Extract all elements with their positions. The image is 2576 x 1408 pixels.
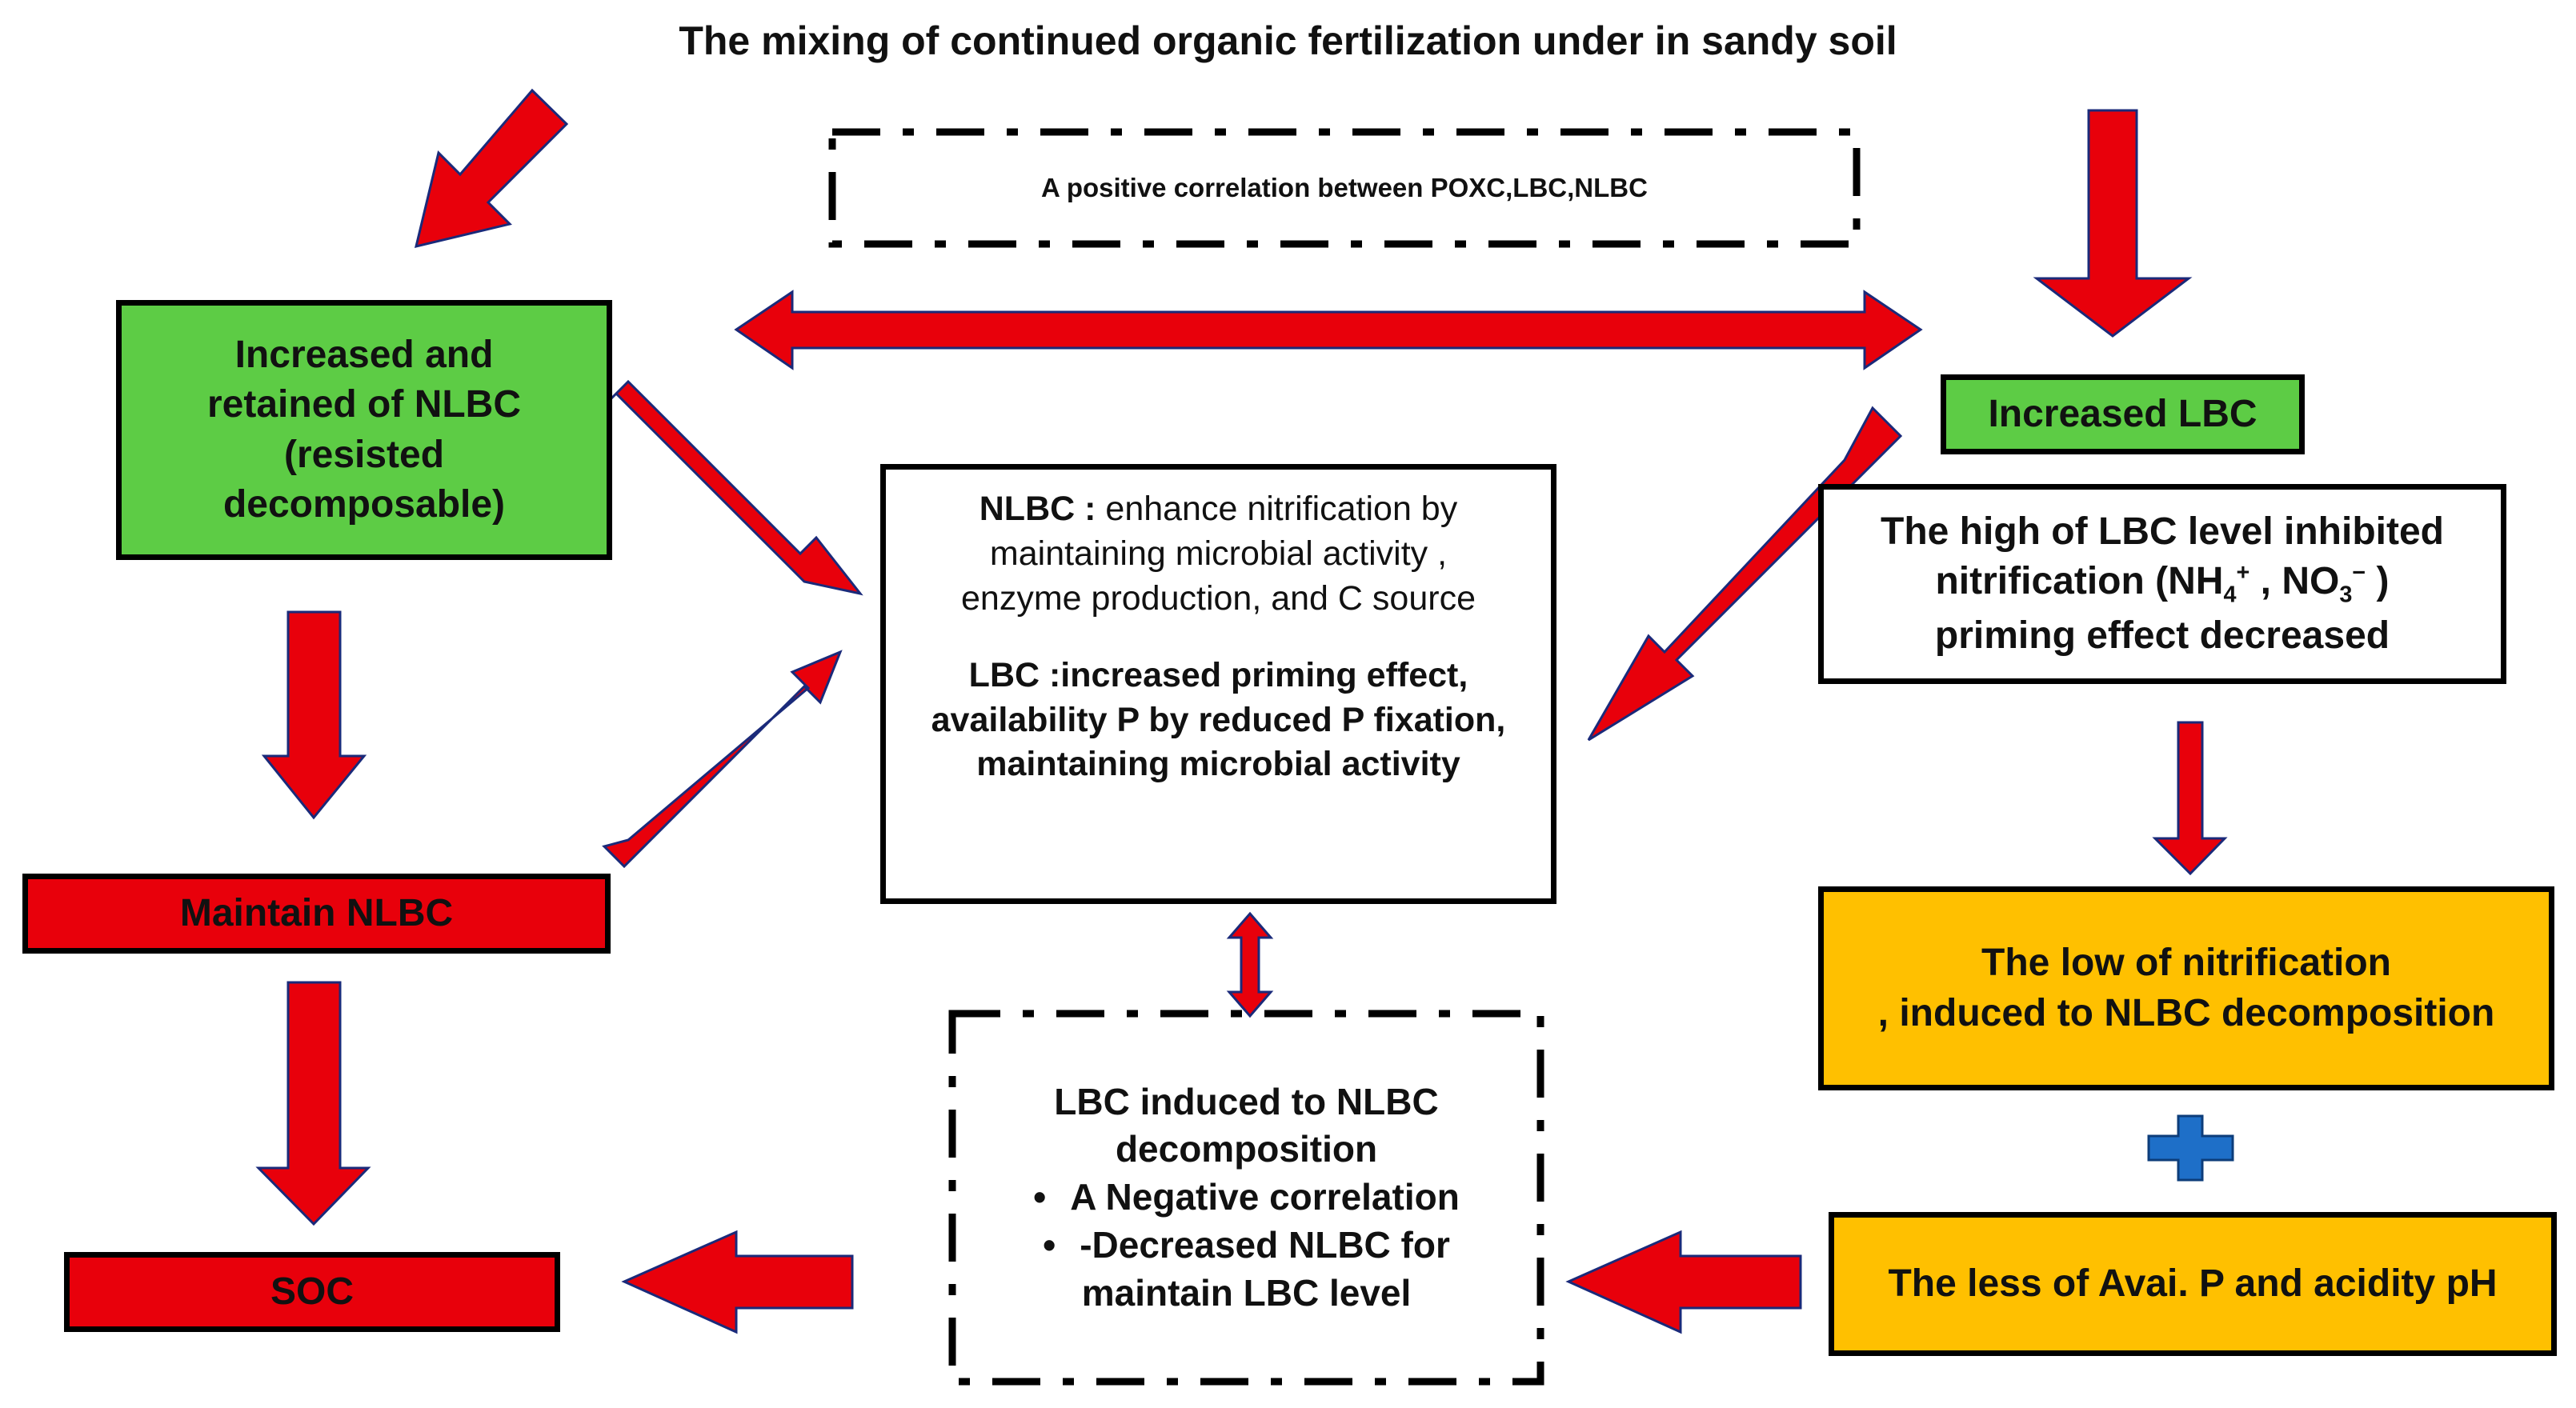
decomposition-line-2: decomposition (1115, 1128, 1378, 1170)
low-nitrification-line-2: , induced to NLBC decomposition (1877, 991, 2495, 1034)
nlbc-line-1: Increased and (234, 333, 494, 376)
correlation-text: A positive correlation between POXC,LBC,… (1041, 172, 1648, 202)
nlbc-line-3: (resisted (283, 433, 445, 476)
nlbc-line-4: decomposable) (222, 482, 506, 526)
nh4-superscript: + (2236, 560, 2250, 586)
center-lbc-line-2: availability P by reduced P fixation, (931, 700, 1506, 739)
center-lbc-line-3: maintaining microbial activity (976, 745, 1460, 784)
nlbc-line-2: retained of NLBC (206, 383, 521, 426)
center-nlbc-text: enhance nitrification by (1096, 490, 1458, 528)
arrow-title-to-lbc (2033, 109, 2193, 338)
correlation-box-border (828, 128, 1861, 248)
bullet-dot-2: • (1043, 1223, 1056, 1266)
decomposition-bullet-2: • -Decreased NLBC for (1043, 1222, 1450, 1270)
bullet-dot-1: • (1033, 1176, 1047, 1218)
decomposition-line-last: maintain LBC level (1081, 1271, 1412, 1314)
no3-superscript: − (2352, 560, 2366, 586)
decomposition-box-border (948, 1010, 1544, 1386)
lbc-text: Increased LBC (1988, 392, 2258, 435)
lbc-box: Increased LBC (1941, 374, 2305, 454)
inhibited-line-1: The high of LBC level inhibited (1881, 510, 2444, 554)
inhibited-close-paren: ) (2366, 560, 2390, 603)
double-arrow-nlbc-lbc (734, 290, 1923, 370)
double-arrow-center-decomposition (1226, 911, 1274, 1018)
avai-box: The less of Avai. P and acidity pH (1829, 1212, 2557, 1356)
center-nlbc-line-3: enzyme production, and C source (961, 578, 1476, 618)
bullet-text-2: -Decreased NLBC for (1080, 1223, 1450, 1266)
maintain-nlbc-text: Maintain NLBC (179, 891, 454, 934)
no3-subscript: 3 (2339, 582, 2353, 609)
arrow-maintain-to-center (602, 650, 843, 869)
arrow-avai-to-decomposition (1565, 1230, 1802, 1334)
correlation-box: A positive correlation between POXC,LBC,… (832, 132, 1857, 244)
arrow-inhibited-to-low (2152, 721, 2228, 876)
decomposition-box: LBC induced to NLBC decomposition • A Neg… (952, 1014, 1540, 1382)
arrow-nlbc-to-center (595, 379, 863, 596)
decomposition-bullet-1: • A Negative correlation (1033, 1174, 1460, 1222)
inhibited-line-3: priming effect decreased (1934, 614, 2390, 657)
diagram-title: The mixing of continued organic fertiliz… (679, 18, 1897, 63)
avai-text: The less of Avai. P and acidity pH (1888, 1262, 2498, 1305)
maintain-nlbc-box: Maintain NLBC (22, 874, 611, 954)
bullet-text-1: A Negative correlation (1070, 1176, 1460, 1218)
center-box: NLBC : enhance nitrification by maintain… (880, 464, 1556, 904)
inhibited-no-text: , NO (2249, 560, 2340, 603)
arrow-nlbc-to-maintain (261, 610, 367, 820)
soc-box: SOC (64, 1252, 560, 1332)
nlbc-box: Increased and retained of NLBC (resisted… (116, 300, 612, 560)
inhibited-nh-text: nitrification (NH (1935, 560, 2224, 603)
inhibited-line-2: nitrification (NH4+ , NO3− ) (1935, 557, 2389, 610)
inhibited-box: The high of LBC level inhibited nitrific… (1818, 484, 2506, 684)
soc-text: SOC (270, 1270, 354, 1313)
low-nitrification-box: The low of nitrification , induced to NL… (1818, 886, 2554, 1090)
center-lbc-line-1: LBC :increased priming effect, (968, 655, 1468, 694)
arrow-maintain-to-soc (255, 981, 371, 1226)
low-nitrification-line-1: The low of nitrification (1981, 942, 2391, 985)
center-nlbc-line-1: NLBC : enhance nitrification by (980, 487, 1457, 532)
plus-icon (2147, 1114, 2234, 1182)
center-nlbc-label: NLBC : (979, 490, 1096, 528)
center-nlbc-line-2: maintaining microbial activity , (989, 534, 1448, 573)
nh4-subscript: 4 (2223, 582, 2237, 609)
decomposition-line-1: LBC induced to NLBC (1054, 1080, 1439, 1122)
arrow-decomposition-to-soc (621, 1230, 854, 1334)
arrow-title-to-nlbc (414, 88, 569, 249)
